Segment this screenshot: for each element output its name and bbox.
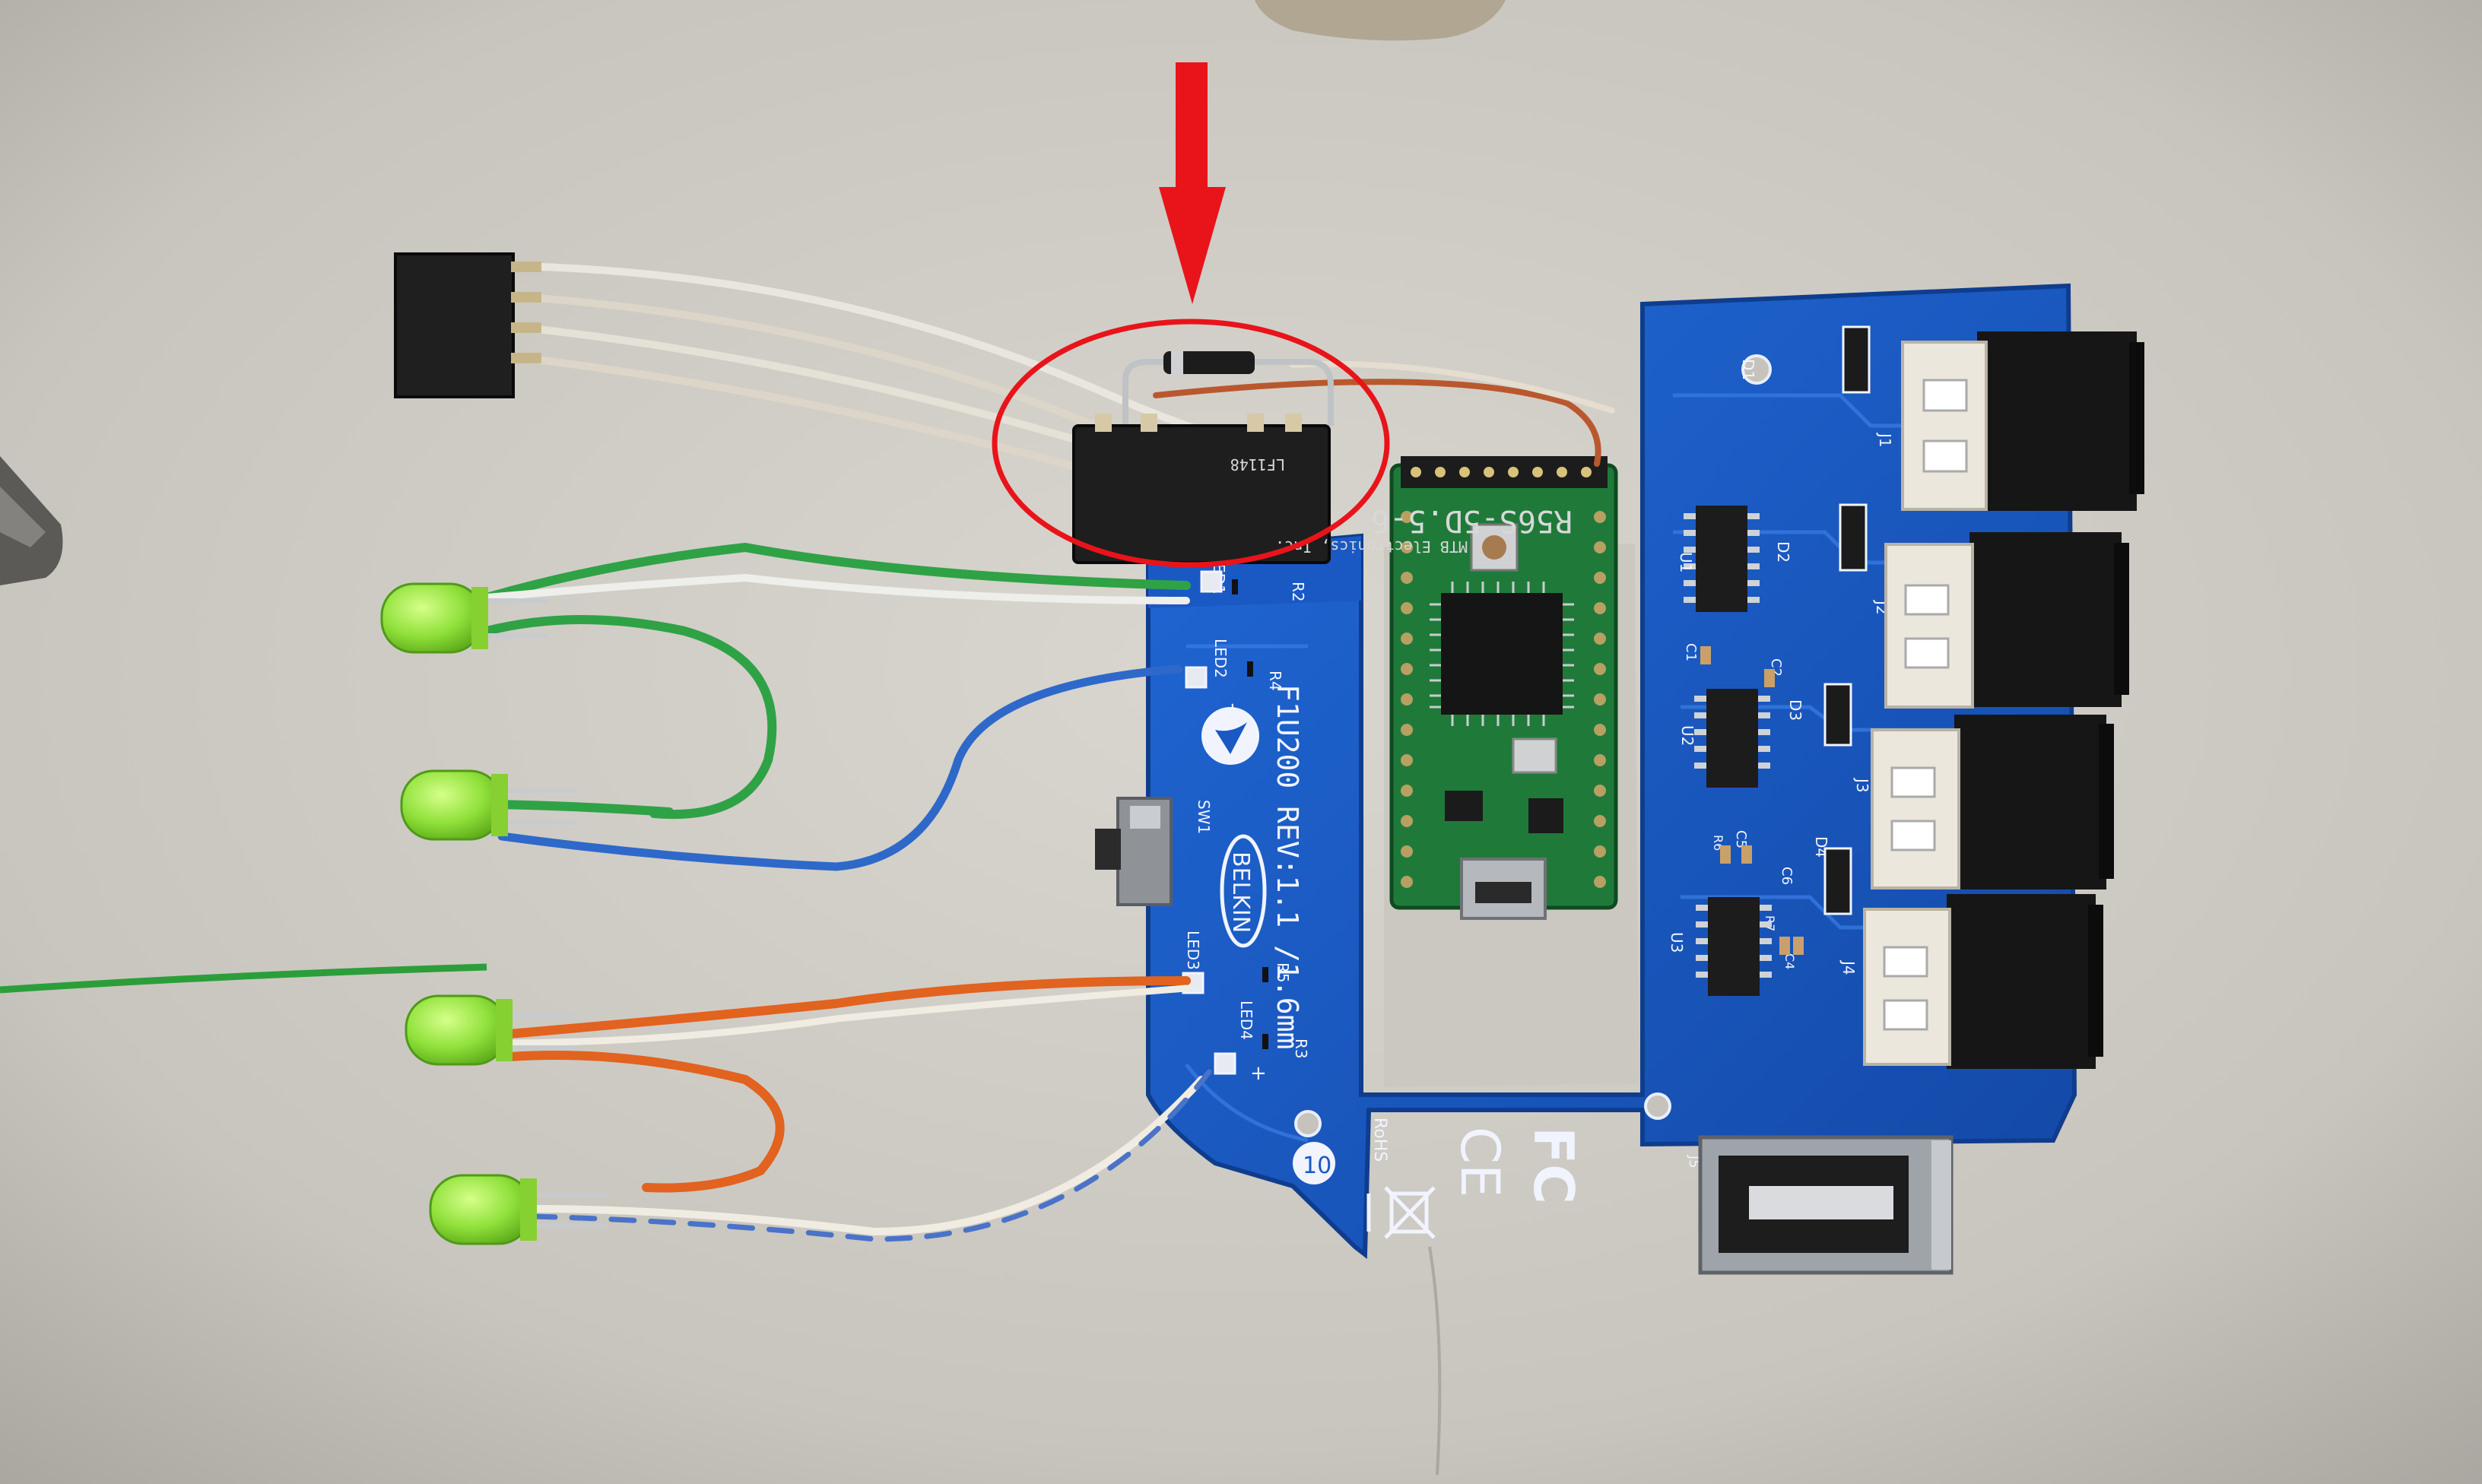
usb-port-j1[interactable] <box>1901 331 2144 511</box>
c4-label: C4 <box>1782 953 1797 969</box>
led4-pad <box>1214 1052 1236 1075</box>
sw1-label: SW1 <box>1195 800 1213 834</box>
green-led-2 <box>400 769 578 841</box>
slide-switch-sw1[interactable] <box>1095 797 1173 906</box>
diode-d1 <box>1842 325 1871 394</box>
u2-label: U2 <box>1678 725 1696 746</box>
u3-label: U3 <box>1668 932 1686 953</box>
ic-u1 <box>1684 506 1760 612</box>
usb-port-j2[interactable] <box>1884 532 2129 709</box>
usb-port-j4[interactable] <box>1863 894 2103 1069</box>
diode-d4 <box>1823 847 1852 915</box>
led2-plus: + <box>1224 699 1241 721</box>
led2-pad <box>1185 666 1208 689</box>
j5-label: J5 <box>1686 1155 1702 1168</box>
red-down-arrow-icon <box>1159 62 1226 304</box>
converter-part-number: R56S-5D.5-6 <box>1371 503 1573 538</box>
c1-label: C1 <box>1683 643 1699 661</box>
teensy-reset-button[interactable] <box>1470 523 1519 572</box>
green-led-3 <box>405 994 578 1066</box>
j3-label: J3 <box>1853 777 1871 793</box>
led3-label: LED3 <box>1184 931 1202 970</box>
led1-pad <box>1200 570 1223 593</box>
ic-u2 <box>1694 689 1770 788</box>
loose-green-wire <box>0 963 487 994</box>
r4-label: R4 <box>1266 671 1284 691</box>
d2-label: D2 <box>1774 541 1792 563</box>
j4-label: J4 <box>1839 959 1858 975</box>
weee-bin-icon <box>1366 1186 1436 1239</box>
green-led-4 <box>429 1174 608 1245</box>
converter-lot-code: LF1148 <box>1230 455 1285 474</box>
mount-hole <box>1294 1110 1322 1137</box>
usb-a-port-j5[interactable] <box>1698 1135 1954 1275</box>
led2-label: LED2 <box>1211 639 1230 678</box>
cert-10: 10 <box>1303 1153 1331 1179</box>
diode-component <box>1163 351 1255 374</box>
teensy-board <box>1389 456 1618 920</box>
paper-crease <box>1428 1246 1442 1476</box>
mount-hole <box>1741 354 1772 385</box>
led4-plus: + <box>1250 1062 1267 1085</box>
red-annotation <box>992 62 1390 568</box>
diode-d2 <box>1839 503 1868 572</box>
red-highlight-ellipse <box>992 319 1390 568</box>
j1-label: J1 <box>1876 432 1894 448</box>
led4-label: LED4 <box>1237 1000 1255 1040</box>
u1-label: U1 <box>1677 552 1695 572</box>
pin-header-connector <box>394 252 541 398</box>
c6-label: C6 <box>1779 867 1795 885</box>
r2-label: R2 <box>1289 582 1307 602</box>
r3-label: R3 <box>1292 1038 1310 1059</box>
d3-label: D3 <box>1786 699 1804 721</box>
dcdc-converter-module: R56S-5D.5-6 MTB Electronics, Inc. LF1148 <box>1072 351 1573 564</box>
usb-port-j3[interactable] <box>1871 715 2114 889</box>
paper-stain <box>1255 0 1506 41</box>
c5-label: C5 <box>1733 830 1749 848</box>
cert-ce: CE <box>1449 1127 1511 1197</box>
d1-label: D1 <box>1739 359 1757 380</box>
mount-hole <box>1644 1092 1671 1120</box>
teensy-micro-usb-port[interactable] <box>1460 858 1547 920</box>
green-led-1 <box>380 582 548 654</box>
r5-label: R5 <box>1274 962 1292 983</box>
belkin-hub-pcb: F1U200 REV:1.1 /1.6mm BELKIN FC CE RoHS … <box>1095 283 2144 1275</box>
teensy-mcu-chip <box>1430 582 1574 726</box>
cert-rohs: RoHS <box>1370 1118 1389 1162</box>
board-label: F1U200 REV:1.1 /1.6mm <box>1271 684 1304 1049</box>
brand-label: BELKIN <box>1227 851 1254 933</box>
ic-u3 <box>1696 897 1772 996</box>
diode-d3 <box>1823 683 1852 747</box>
cert-fc: FC <box>1522 1127 1585 1204</box>
